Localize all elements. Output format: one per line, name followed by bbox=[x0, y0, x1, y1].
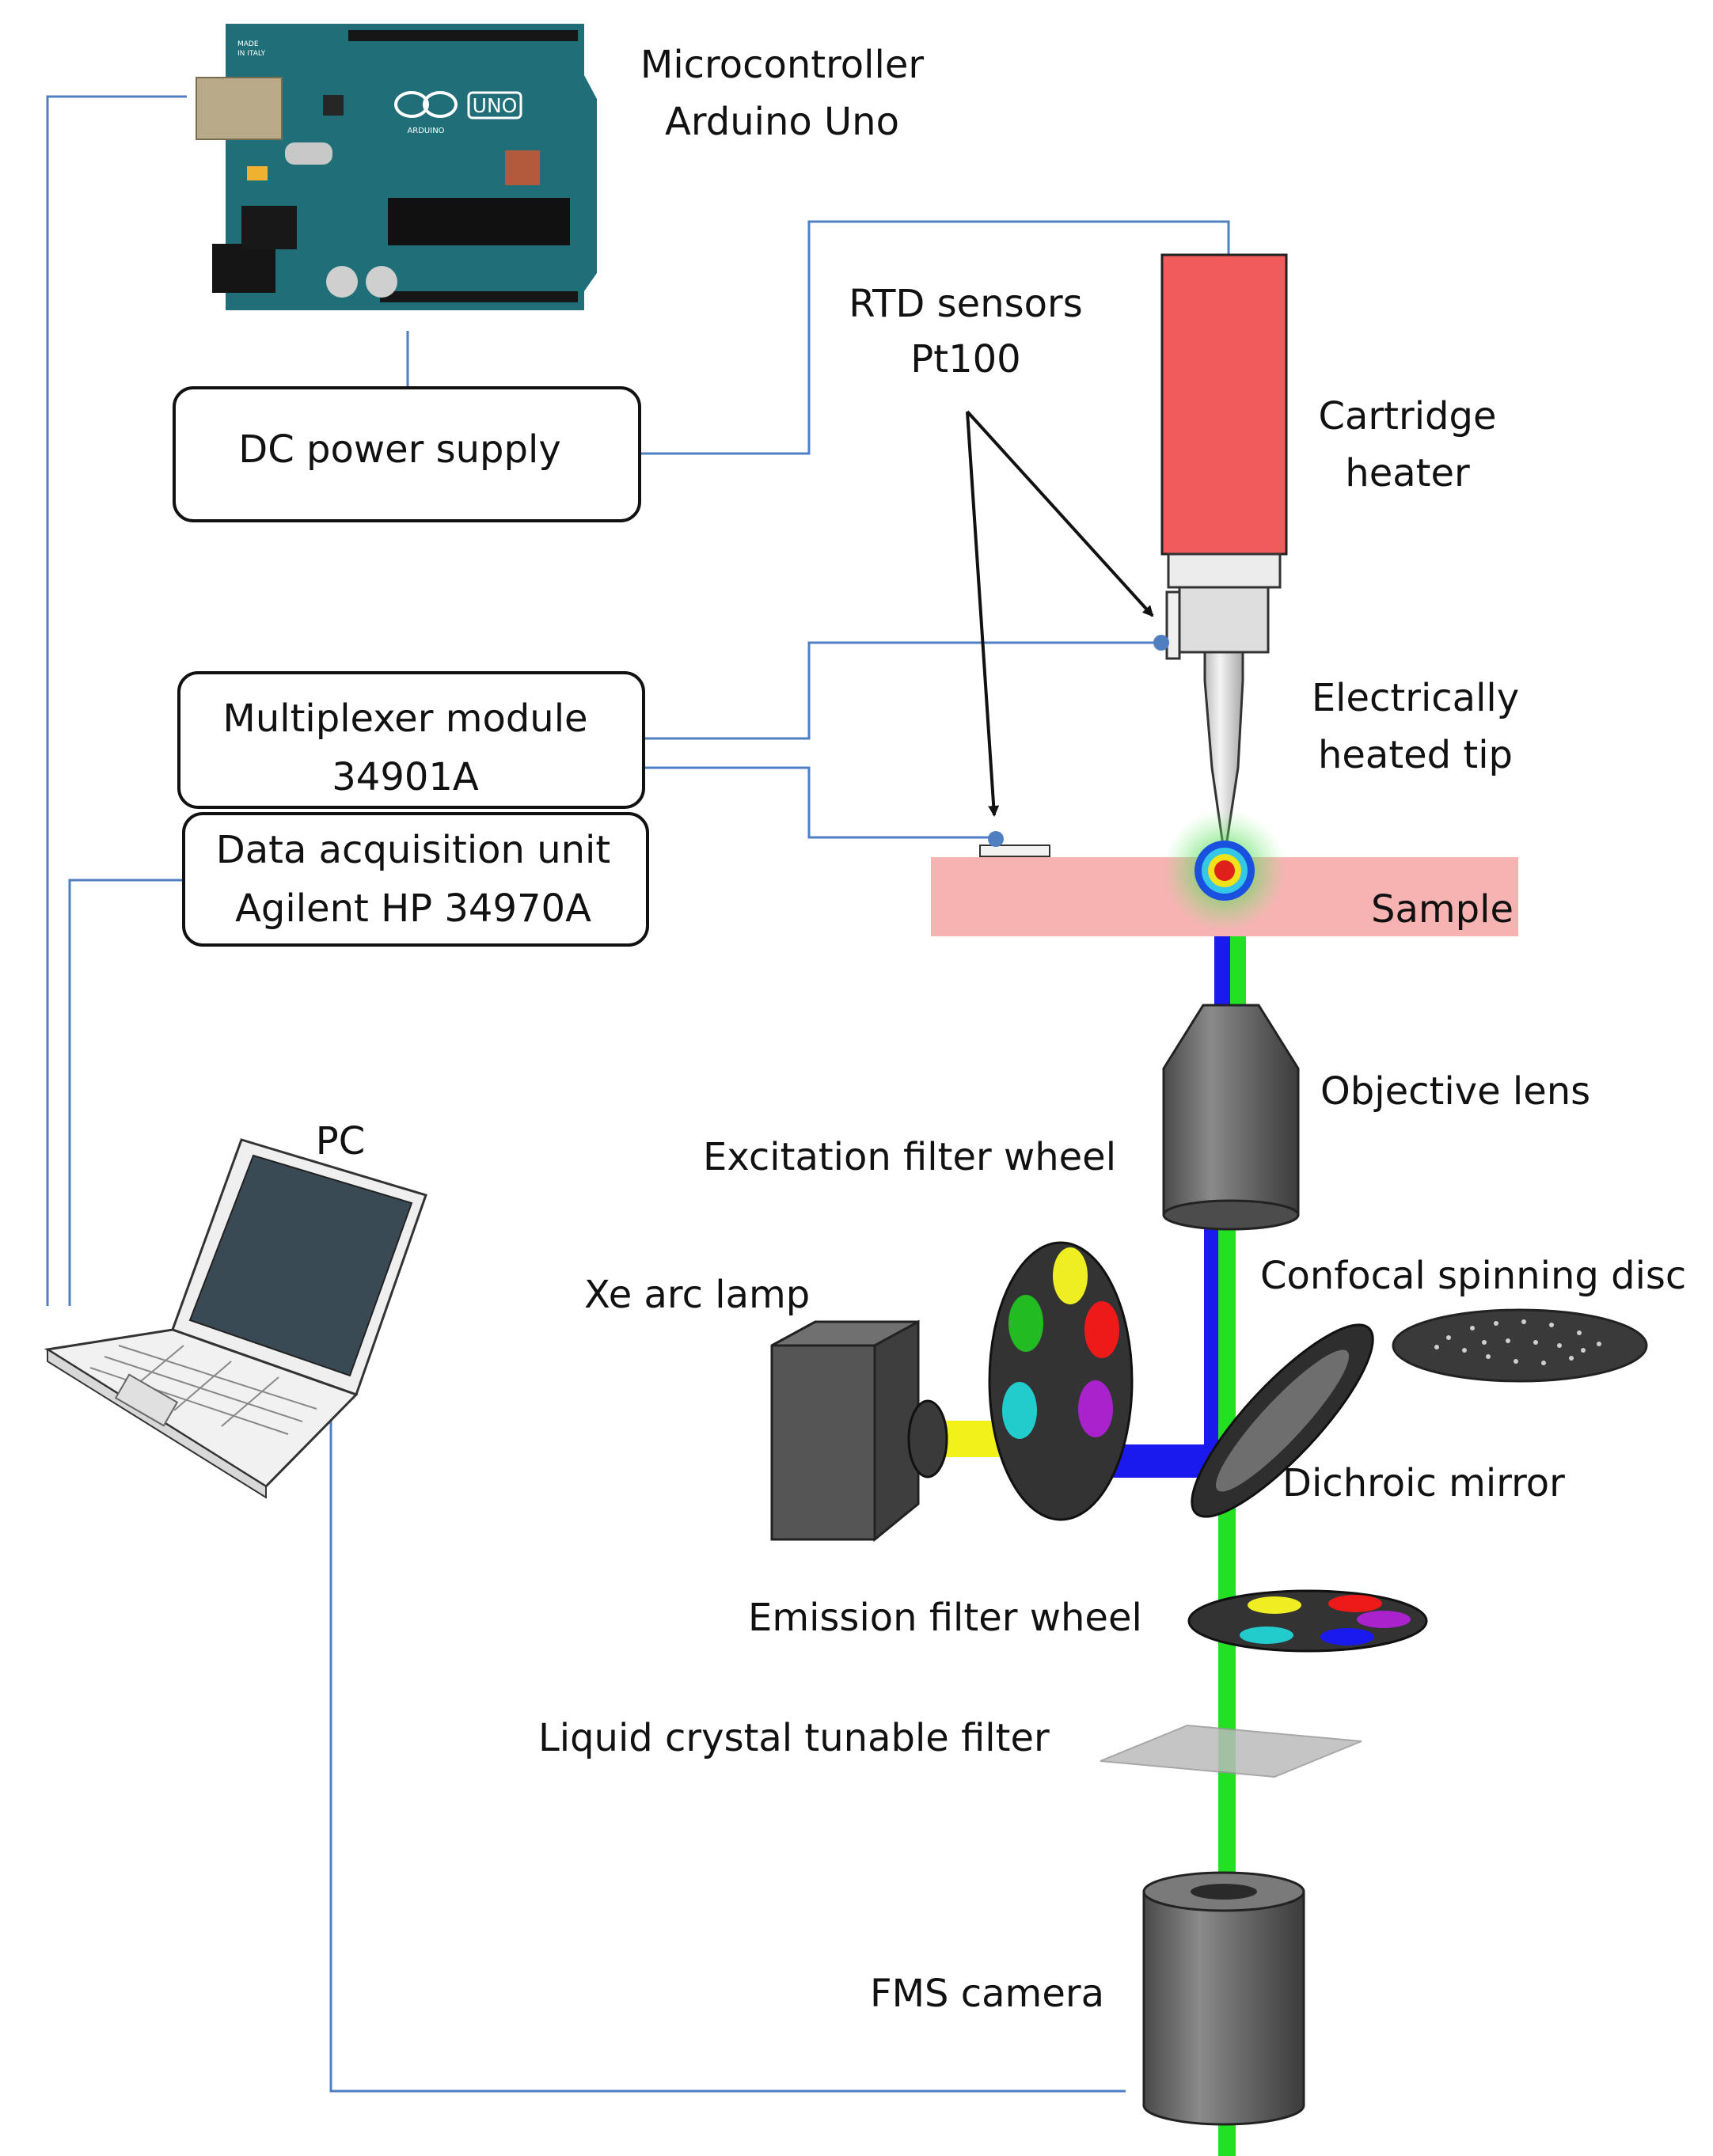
wire-mux-to-tip-sensor bbox=[644, 641, 1162, 740]
arrow-to-tip-sensor bbox=[966, 410, 1154, 617]
multiplexer-box: Multiplexer module 34901A bbox=[177, 671, 645, 809]
sample-temperature-sensor bbox=[979, 831, 1050, 857]
rtd-pt100-label: Pt100 bbox=[910, 337, 1020, 381]
dichroic-mirror-label: Dichroic mirror bbox=[1282, 1461, 1565, 1505]
multiplexer-model-label: 34901A bbox=[332, 755, 479, 799]
excitation-filter-wheel bbox=[988, 1241, 1134, 1521]
beam-green-upper bbox=[1230, 936, 1246, 1008]
wire-mux-to-sample-sensor bbox=[644, 766, 999, 839]
microcontroller-label: Microcontroller bbox=[640, 43, 924, 87]
arduino-italy-text: IN ITALY bbox=[237, 50, 266, 58]
dichroic-mirror bbox=[1191, 1323, 1374, 1518]
tip-temperature-sensor bbox=[1153, 590, 1181, 660]
xe-arc-lamp bbox=[770, 1319, 948, 1543]
heated-tip-label: heated tip bbox=[1318, 733, 1513, 777]
pc-label: PC bbox=[316, 1119, 365, 1163]
rtd-pointer-arrows bbox=[966, 410, 1154, 817]
cartridge-label: Cartridge bbox=[1318, 394, 1496, 438]
dc-power-label: DC power supply bbox=[238, 427, 560, 472]
daq-label: Data acquisition unit bbox=[216, 828, 610, 872]
wire-pc-to-camera bbox=[329, 1421, 1126, 2093]
arduino-board: UNO ARDUINO MADE IN ITALY bbox=[196, 24, 597, 310]
liquid-crystal-tunable-filter bbox=[1100, 1724, 1362, 1778]
heater-label: heater bbox=[1345, 451, 1470, 495]
pc-laptop-icon bbox=[44, 1138, 427, 1499]
arduino-brand-text: ARDUINO bbox=[407, 127, 444, 135]
emission-filter-label: Emission filter wheel bbox=[748, 1596, 1142, 1640]
wires bbox=[46, 95, 1230, 2093]
power-jack-icon bbox=[212, 244, 275, 293]
xe-lamp-label: Xe arc lamp bbox=[584, 1273, 810, 1317]
lctf-label: Liquid crystal tunable filter bbox=[538, 1716, 1050, 1760]
arduino-made-text: MADE bbox=[237, 40, 259, 48]
electrically-label: Electrically bbox=[1312, 676, 1519, 720]
beam-blue-lower bbox=[1204, 1227, 1218, 1472]
wire-daq-to-pc bbox=[68, 879, 184, 1306]
arrow-to-sample-sensor bbox=[966, 411, 1000, 817]
fms-camera-label: FMS camera bbox=[870, 1972, 1104, 2016]
daq-unit-box: Data acquisition unit Agilent HP 34970A bbox=[182, 812, 649, 947]
daq-model-label: Agilent HP 34970A bbox=[235, 886, 591, 931]
excitation-filter-label: Excitation filter wheel bbox=[703, 1135, 1116, 1179]
usb-port-icon bbox=[196, 77, 283, 140]
confocal-spinning-disc bbox=[1392, 1308, 1648, 1383]
dc-power-supply-box: DC power supply bbox=[173, 386, 641, 522]
cartridge-heater bbox=[1160, 253, 1288, 654]
objective-lens-label: Objective lens bbox=[1320, 1069, 1590, 1114]
wire-dc-to-heater bbox=[640, 220, 1230, 455]
fms-camera bbox=[1142, 1871, 1305, 2126]
sample-slab bbox=[931, 809, 1518, 936]
wire-arduino-to-pc bbox=[46, 95, 187, 1306]
arduino-uno-label: Arduino Uno bbox=[665, 100, 899, 144]
beam-blue-upper bbox=[1214, 936, 1230, 1008]
arduino-uno-text: UNO bbox=[473, 94, 518, 117]
confocal-disc-label: Confocal spinning disc bbox=[1260, 1254, 1686, 1298]
emission-filter-wheel bbox=[1187, 1589, 1428, 1653]
sample-label: Sample bbox=[1371, 887, 1514, 932]
arduino-logo-icon bbox=[394, 91, 458, 118]
objective-lens bbox=[1162, 1004, 1300, 1231]
rtd-sensors-label: RTD sensors bbox=[849, 282, 1082, 326]
multiplexer-label: Multiplexer module bbox=[222, 697, 587, 741]
